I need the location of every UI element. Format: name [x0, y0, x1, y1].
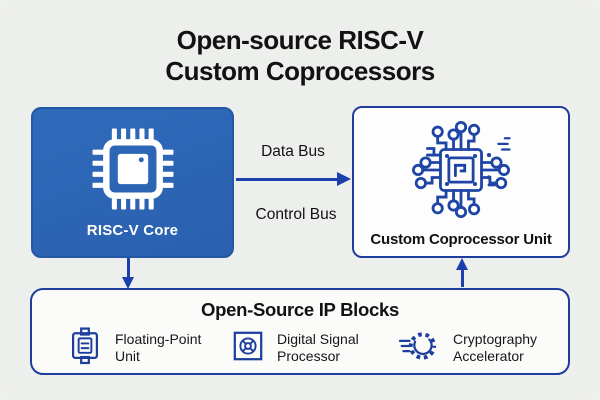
- crypto-gear-icon: [398, 327, 440, 370]
- node-custom-coprocessor: Custom Coprocessor Unit: [352, 106, 570, 258]
- ip-item-cryptography-accelerator: Cryptography Accelerator: [398, 326, 537, 370]
- page-title-line2: Custom Coprocessors: [165, 56, 435, 86]
- ip-to-copro-arrowhead-up-icon: [455, 258, 468, 270]
- bus-arrow-line: [236, 177, 339, 181]
- node-riscv-core: RISC-V Core: [31, 107, 234, 258]
- core-to-ip-arrowhead-down-icon: [121, 277, 134, 289]
- fpu-chip-icon: [68, 326, 102, 370]
- dsp-target-icon: [232, 328, 264, 369]
- riscv-core-label: RISC-V Core: [86, 222, 179, 239]
- ip-item-floating-point-unit: Floating-Point Unit: [68, 326, 201, 370]
- bus-arrowhead-right-icon: [337, 172, 351, 186]
- data-bus-label: Data Bus: [261, 143, 325, 160]
- ip-item-label: Floating-Point Unit: [115, 330, 202, 365]
- page-title-line1: Open-source RISC-V: [176, 25, 424, 55]
- ip-item-label: Digital Signal Processor: [277, 330, 359, 365]
- page-title: Open-source RISC-V Custom Coprocessors: [0, 25, 600, 87]
- ip-item-label: Cryptography Accelerator: [453, 330, 538, 365]
- cpu-chip-icon: [87, 123, 179, 220]
- ip-item-digital-signal-processor: Digital Signal Processor: [232, 326, 359, 370]
- control-bus-label: Control Bus: [255, 206, 337, 223]
- ip-to-copro-arrow-line: [460, 268, 464, 287]
- core-to-ip-arrow-line: [126, 258, 130, 279]
- ip-blocks-title: Open-Source IP Blocks: [201, 299, 399, 320]
- circuit-chip-icon: [403, 114, 519, 231]
- custom-coprocessor-label: Custom Coprocessor Unit: [370, 231, 552, 248]
- node-ip-blocks: Open-Source IP Blocks Flo: [30, 288, 570, 375]
